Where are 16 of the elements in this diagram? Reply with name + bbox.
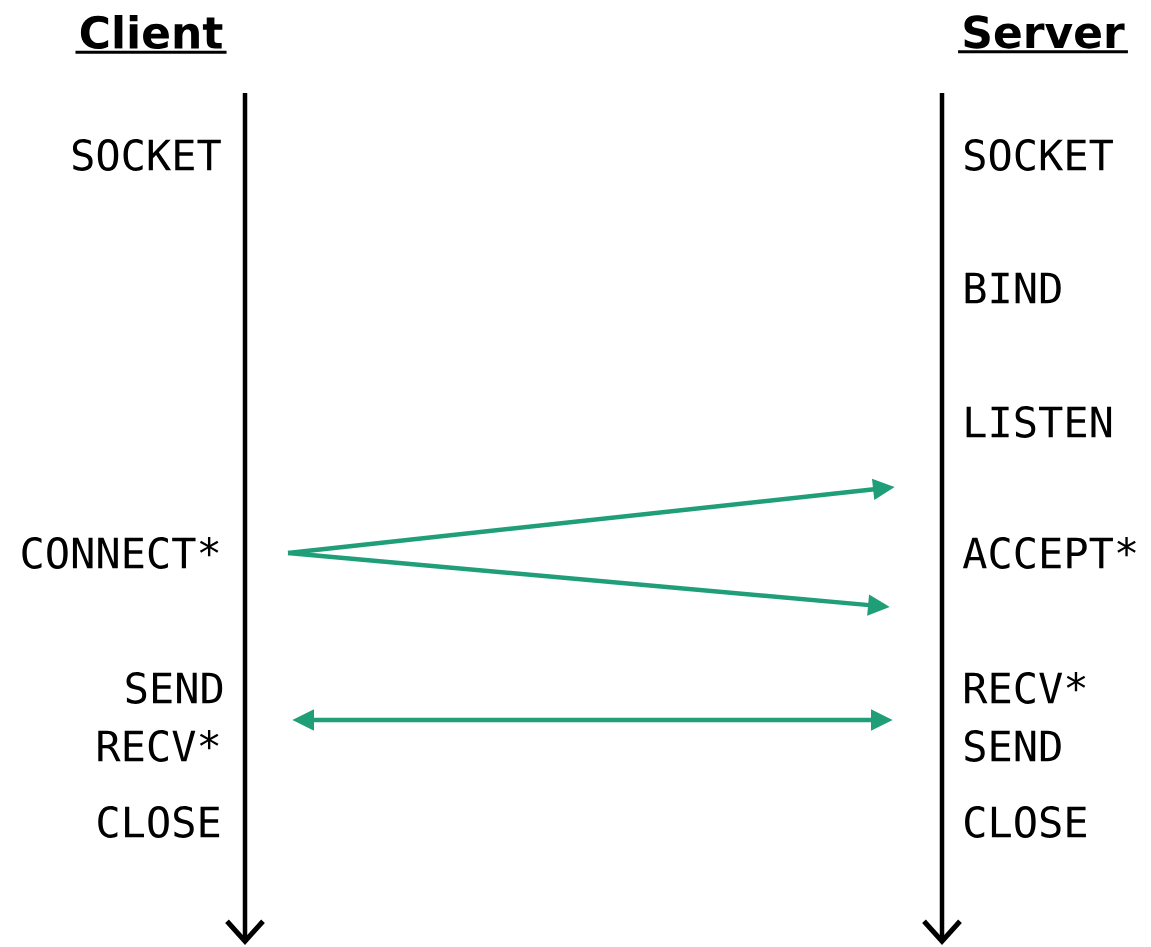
step-label: LISTEN — [966, 406, 1112, 438]
lifeline-arrow — [225, 93, 265, 945]
step-label: SOCKET — [965, 139, 1113, 171]
step-label: CONNECT* — [22, 537, 219, 569]
lifeline-heading: Client — [75, 15, 227, 54]
step-label: BIND — [965, 272, 1061, 304]
lifeline-heading: Server — [958, 15, 1128, 54]
step-label: RECV* — [965, 672, 1086, 704]
lifeline-arrow — [922, 93, 962, 945]
step-label: RECV* — [98, 730, 219, 762]
step-label: SEND — [965, 730, 1061, 762]
step-label: CLOSE — [965, 806, 1086, 838]
step-label: ACCEPT* — [962, 537, 1136, 569]
step-label: SOCKET — [72, 139, 221, 171]
step-label: SEND — [126, 672, 223, 704]
step-label: CLOSE — [98, 806, 220, 838]
